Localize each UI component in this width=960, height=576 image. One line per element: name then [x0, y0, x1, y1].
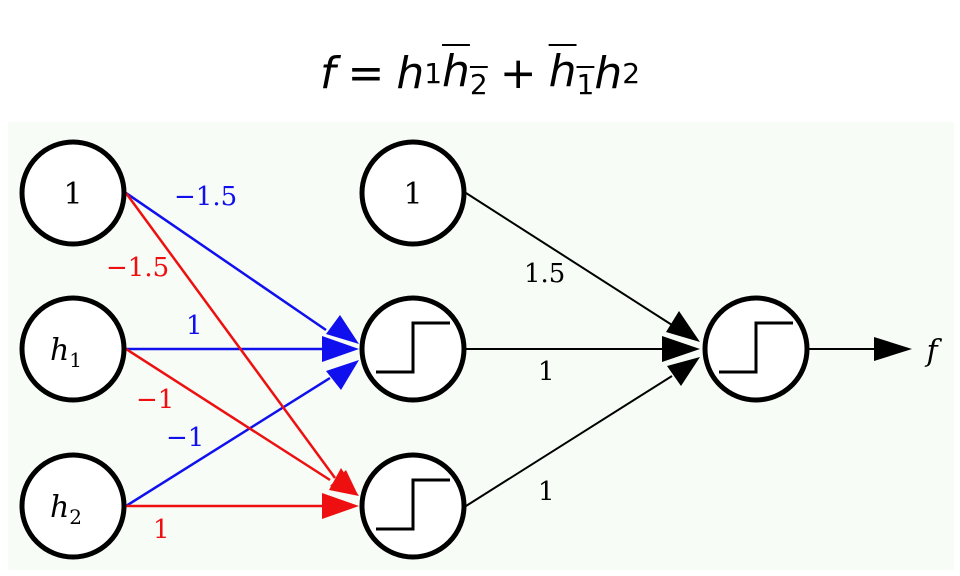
arrowhead-top-to-output	[662, 336, 700, 362]
weight-top-to-output: 1	[538, 357, 555, 387]
arrowhead-h1-to-bottom	[329, 468, 359, 496]
formula-term-h2b-sub: 2	[622, 56, 641, 90]
step-function-icon	[376, 478, 450, 531]
formula-term-h2-bar: h2	[442, 46, 488, 101]
edge-h1-to-bottom	[125, 347, 331, 482]
node-h1-sub: 1	[69, 348, 82, 372]
formula-term-h1b: h	[548, 45, 577, 97]
formula-term-h2: h	[442, 45, 470, 97]
formula-term-h2b: h	[594, 47, 623, 99]
output-label: f	[924, 334, 942, 369]
edges-to-bottom-neuron	[124, 192, 359, 519]
edge-h2-to-top	[125, 376, 331, 508]
weight-h2-to-bottom: 1	[153, 515, 170, 545]
node-h2-var: h	[50, 490, 69, 525]
weight-bias-to-bottom: −1.5	[106, 253, 169, 283]
edge-bottom-to-output	[465, 375, 673, 507]
step-function-icon	[376, 321, 450, 374]
step-function-icon	[719, 321, 793, 374]
output-layer	[702, 295, 810, 403]
arrowhead-output	[874, 337, 912, 361]
weight-bias-to-top: −1.5	[174, 182, 237, 212]
input-layer	[19, 139, 127, 560]
node-bias-hidden	[359, 139, 467, 247]
arrowhead-bottom-to-output	[667, 357, 700, 386]
edges-to-top-neuron	[125, 191, 359, 508]
node-h2-label: h2	[50, 490, 82, 529]
node-bias-hidden-label: 1	[403, 177, 422, 212]
arrowhead-h2-to-top	[326, 360, 359, 390]
node-h1-label: h1	[50, 333, 82, 372]
weight-bottom-to-output: 1	[538, 477, 555, 507]
edge-bias-to-bottom	[124, 192, 337, 479]
node-bias-input	[19, 139, 127, 247]
formula-term-h1-bar: h1	[549, 46, 595, 101]
formula-term-h1: h	[396, 47, 425, 99]
arrowhead-h1-to-top	[322, 336, 359, 362]
arrowhead-bias-to-top	[326, 315, 359, 344]
node-h2-sub: 2	[69, 505, 82, 529]
arrowhead-bias-to-output	[666, 311, 700, 342]
weight-h1-to-bottom: −1	[136, 385, 174, 415]
arrowhead-h2-to-bottom	[322, 493, 359, 519]
formula-plus: +	[499, 47, 537, 99]
node-h2-input	[19, 452, 127, 560]
formula-term-h1b-sub: 1	[576, 67, 595, 101]
weight-bias-to-output: 1.5	[524, 259, 565, 289]
node-h1-input	[19, 295, 127, 403]
formula-term-h2-sub: 2	[469, 67, 488, 101]
formula-lhs: f	[319, 47, 336, 99]
edges-to-output-neuron	[465, 192, 912, 507]
weight-h1-to-top: 1	[186, 311, 203, 341]
edge-bias-to-top	[125, 191, 327, 332]
formula-equals: =	[347, 47, 385, 99]
edge-bias-to-output	[465, 192, 673, 326]
node-h1-var: h	[50, 333, 69, 368]
formula-term-h1-sub: 1	[424, 56, 443, 90]
weight-h2-to-top: −1	[166, 423, 204, 453]
hidden-layer	[359, 139, 467, 560]
node-bias-input-label: 1	[63, 177, 82, 212]
